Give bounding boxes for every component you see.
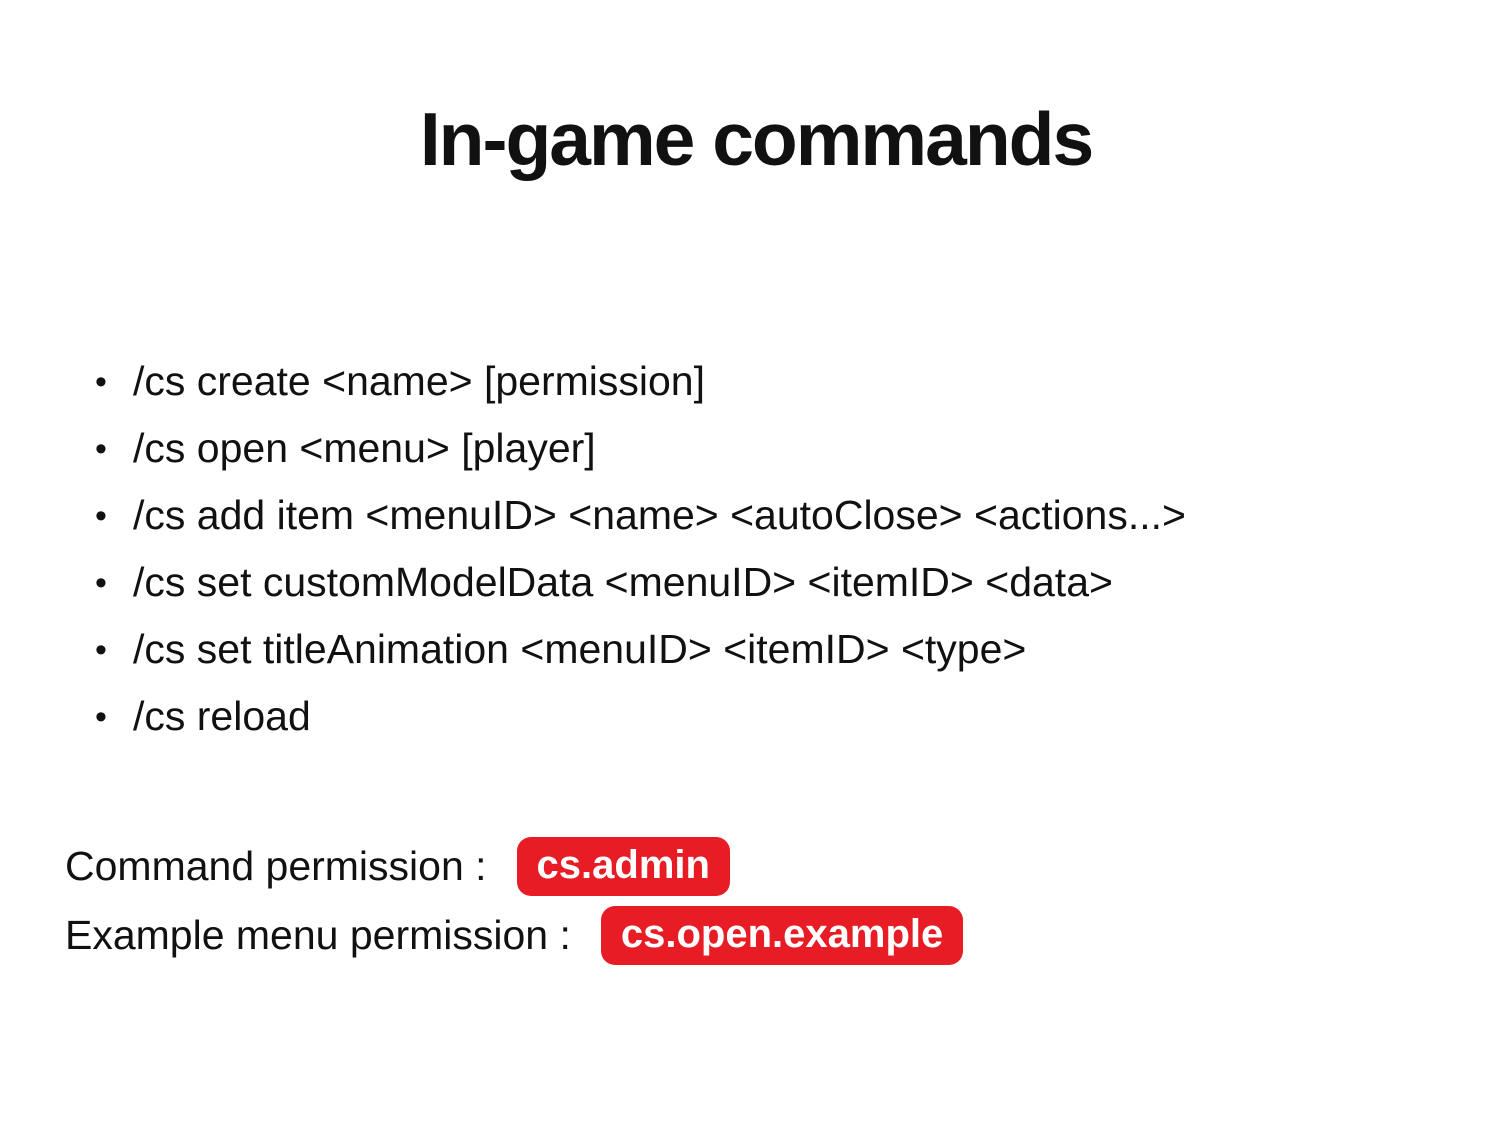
command-text: /cs add item <menuID> <name> <autoClose>… [133,492,1186,539]
command-text: /cs set titleAnimation <menuID> <itemID>… [133,626,1027,673]
command-text: /cs open <menu> [player] [133,425,596,472]
command-list-item: • /cs create <name> [permission] [95,348,1512,415]
command-text: /cs create <name> [permission] [133,358,705,405]
bullet-icon: • [95,563,107,602]
bullet-icon: • [95,496,107,535]
command-list-item: • /cs add item <menuID> <name> <autoClos… [95,482,1512,549]
permission-badge: cs.admin [516,837,730,897]
command-text: /cs set customModelData <menuID> <itemID… [133,559,1113,606]
command-list-item: • /cs reload [95,683,1512,750]
permission-label: Example menu permission : [65,912,571,959]
command-text: /cs reload [133,693,311,740]
bullet-icon: • [95,362,107,401]
command-list-item: • /cs open <menu> [player] [95,415,1512,482]
command-list-item: • /cs set titleAnimation <menuID> <itemI… [95,616,1512,683]
bullet-icon: • [95,429,107,468]
page-title: In-game commands [419,97,1094,181]
bullet-icon: • [95,630,107,669]
permission-row: Command permission : cs.admin [65,832,1512,901]
permission-row: Example menu permission : cs.open.exampl… [65,901,1512,970]
permission-label: Command permission : [65,843,487,890]
page: { "page": { "title": "In-game commands" … [0,96,1512,1127]
permission-badge: cs.open.example [600,906,964,966]
permissions-section: Command permission : cs.admin Example me… [65,832,1512,970]
command-list: • /cs create <name> [permission] • /cs o… [95,348,1512,750]
bullet-icon: • [95,697,107,736]
command-list-item: • /cs set customModelData <menuID> <item… [95,549,1512,616]
content: In-game commands • /cs create <name> [pe… [0,96,1512,970]
